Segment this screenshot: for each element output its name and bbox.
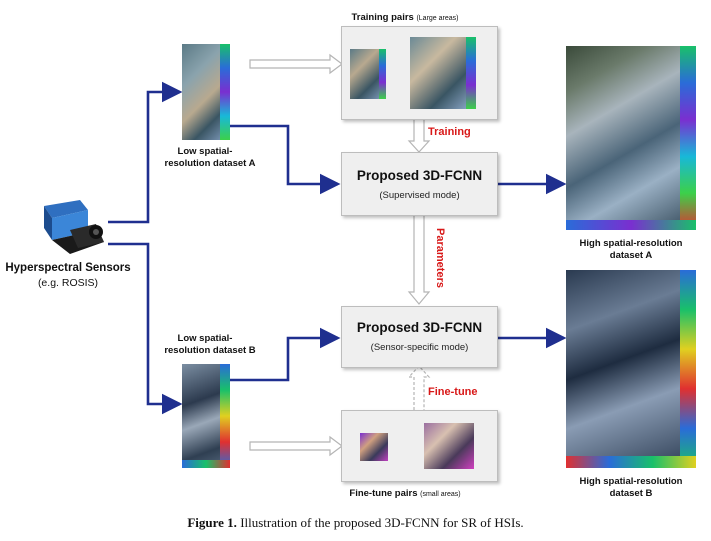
training-pairs-box bbox=[341, 26, 498, 120]
fcnn-bottom-mode: (Sensor-specific mode) bbox=[370, 342, 469, 353]
dataset-b-label-line2: resolution dataset B bbox=[164, 345, 256, 356]
finetune-pair-large-image bbox=[424, 423, 474, 469]
figure-caption: Figure 1. Illustration of the proposed 3… bbox=[0, 515, 711, 531]
dataset-b-image bbox=[182, 364, 230, 468]
arrow-dataset-a-to-training-pairs bbox=[249, 53, 343, 75]
training-pairs-note: (Large areas) bbox=[416, 15, 459, 22]
output-b-image bbox=[566, 270, 696, 468]
arrow-parameters-down bbox=[407, 213, 431, 305]
sensor-name: Hyperspectral Sensors bbox=[5, 262, 131, 274]
training-edge-label: Training bbox=[428, 126, 471, 138]
output-a-line2: dataset A bbox=[609, 250, 653, 261]
fcnn-bottom-title: Proposed 3D-FCNN bbox=[356, 320, 483, 335]
training-pair-large-image bbox=[410, 37, 476, 109]
arrow-sensor-to-dataset-b bbox=[108, 242, 183, 415]
caption-prefix: Figure 1. bbox=[187, 515, 237, 530]
finetune-pairs-label: Fine-tune pairs (small areas) bbox=[330, 488, 480, 500]
finetune-pair-small-image bbox=[360, 433, 388, 461]
arrow-sensor-to-dataset-a bbox=[108, 81, 183, 224]
output-a-image bbox=[566, 46, 696, 230]
arrow-finetune-up bbox=[407, 365, 431, 410]
dataset-b-label-line1: Low spatial- bbox=[177, 333, 233, 344]
fcnn-top-box: Proposed 3D-FCNN (Supervised mode) bbox=[341, 152, 498, 216]
arrow-dataset-b-to-fcnn-bottom bbox=[230, 327, 341, 382]
sensor-example: (e.g. ROSIS) bbox=[37, 277, 99, 289]
finetune-pairs-note: (small areas) bbox=[420, 491, 461, 498]
caption-text: Illustration of the proposed 3D-FCNN for… bbox=[236, 515, 524, 530]
finetune-edge-label: Fine-tune bbox=[428, 386, 478, 398]
output-a-line1: High spatial-resolution bbox=[579, 238, 683, 249]
fcnn-top-mode: (Supervised mode) bbox=[379, 190, 460, 201]
dataset-a-label-line2: resolution dataset A bbox=[164, 158, 256, 169]
arrow-dataset-b-to-finetune-pairs bbox=[249, 435, 343, 457]
fcnn-top-title: Proposed 3D-FCNN bbox=[356, 168, 483, 183]
fcnn-bottom-box: Proposed 3D-FCNN (Sensor-specific mode) bbox=[341, 306, 498, 368]
dataset-a-image bbox=[182, 44, 230, 140]
parameters-edge-label: Parameters bbox=[434, 228, 446, 288]
output-b-line1: High spatial-resolution bbox=[579, 476, 683, 487]
arrow-dataset-a-to-fcnn-top bbox=[230, 124, 341, 195]
camera-icon bbox=[44, 200, 104, 254]
finetune-pairs-title: Fine-tune pairs bbox=[349, 488, 418, 499]
finetune-pairs-box bbox=[341, 410, 498, 482]
training-pairs-title: Training pairs bbox=[351, 12, 414, 23]
arrow-training-down bbox=[407, 117, 431, 153]
output-b-line2: dataset B bbox=[609, 488, 653, 499]
training-pair-small-image bbox=[350, 49, 386, 99]
sensor-image bbox=[30, 196, 108, 258]
dataset-a-label-line1: Low spatial- bbox=[177, 146, 233, 157]
training-pairs-label: Training pairs (Large areas) bbox=[330, 12, 480, 24]
